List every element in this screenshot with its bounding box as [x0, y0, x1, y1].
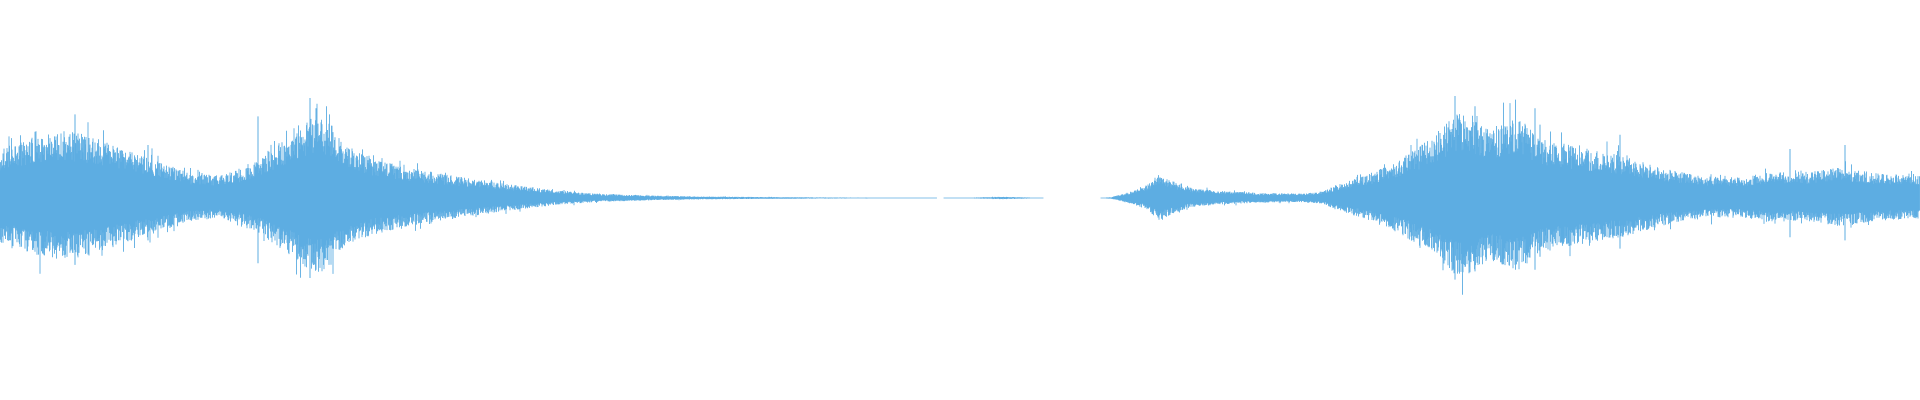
waveform-peaks	[74, 96, 1846, 280]
waveform-path	[0, 99, 1920, 295]
